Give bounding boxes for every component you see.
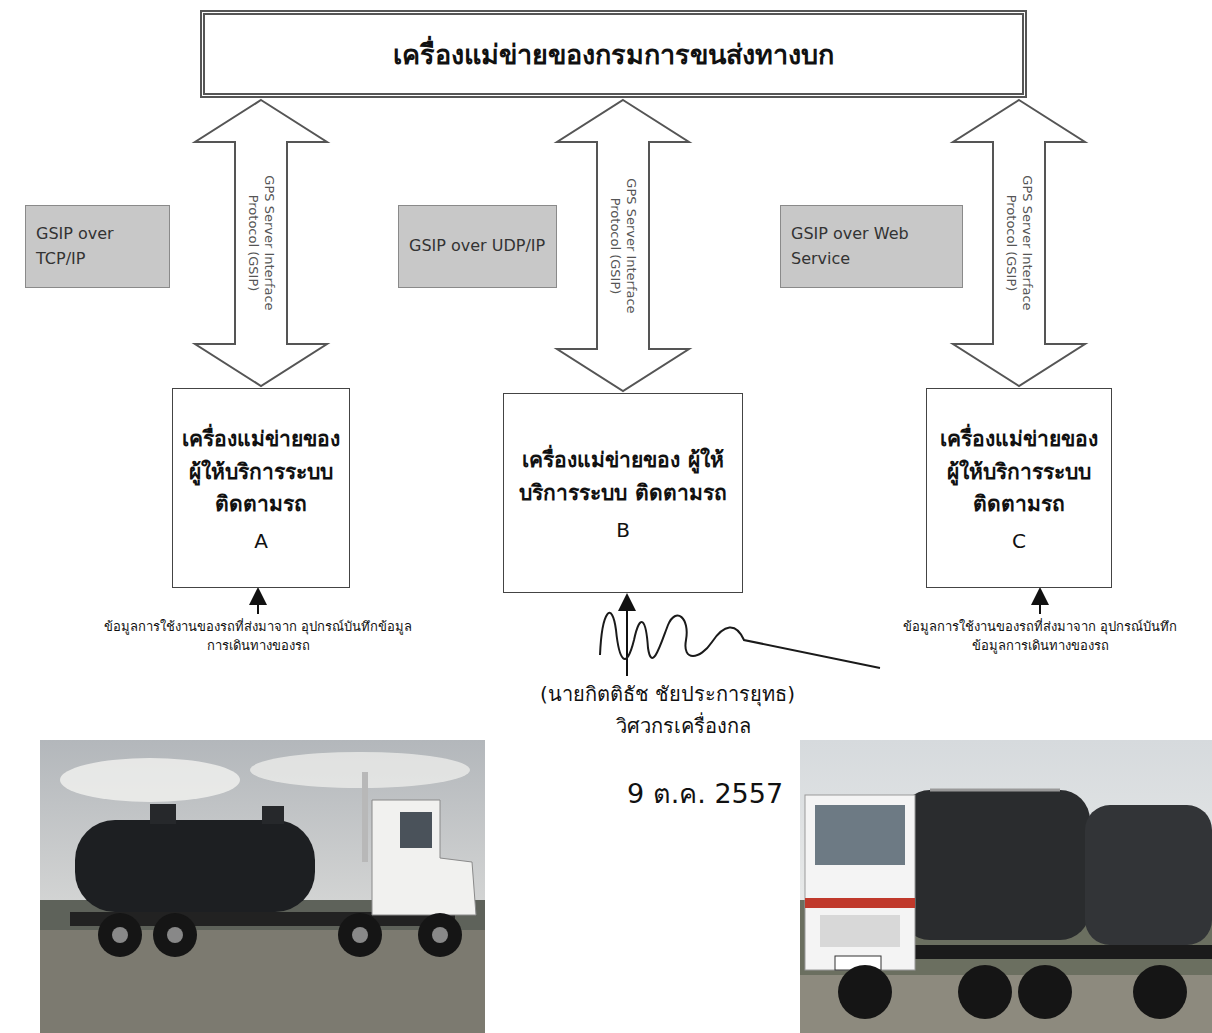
tanker-photo-left [40,740,485,1033]
protocol-label: GPS Server Interface Protocol (GSIP) [607,171,640,321]
tanker-photo-right [800,740,1212,1033]
wheel [838,965,892,1019]
provider-server-box: เครื่องแม่ข่ายของ ผู้ให้บริการระบบ ติดตา… [926,388,1112,588]
protocol-box: GSIP over TCP/IP [25,205,170,288]
signatory-name: (นายกิตติธัช ชัยประการยุทธ) [540,680,795,709]
truck-chassis [900,945,1212,959]
box-text: เครื่องแม่ข่ายของกรมการขนส่งทางบก [393,33,834,76]
box-text: GSIP over TCP/IP [36,222,159,272]
photo-sky [40,740,485,1033]
protocol-box: GSIP over Web Service [780,205,963,288]
photo-sky [800,740,1212,1033]
wheel [1133,965,1187,1019]
tank-rail [930,789,1060,792]
server-box: เครื่องแม่ข่ายของกรมการขนส่งทางบก [200,10,1027,98]
tank-dome [150,804,176,824]
hub [112,927,128,943]
wheel [418,913,462,957]
truck-cab [372,800,476,915]
box-letter: B [616,518,630,542]
leader-arrow [257,596,259,614]
protocol-label: GPS Server Interface Protocol (GSIP) [245,168,278,318]
box-text: เครื่องแม่ข่ายของ ผู้ให้บริการระบบ ติดตา… [510,444,736,509]
leader-arrow [1039,596,1041,614]
box-text: GSIP over Web Service [791,222,952,272]
hub [352,927,368,943]
truck-tank [75,820,315,912]
signature-scribble [600,613,880,668]
cloud [60,758,240,802]
hub [167,927,183,943]
date-stamp: 9 ต.ค. 2557 [615,774,795,813]
box-text: เครื่องแม่ข่ายของ ผู้ให้บริการระบบ ติดตา… [933,423,1105,521]
wheel [98,913,142,957]
hub [432,927,448,943]
windshield [815,805,905,865]
protocol-label: GPS Server Interface Protocol (GSIP) [1003,168,1036,318]
cloud [250,752,470,788]
protocol-box: GSIP over UDP/IP [398,205,557,288]
double-block-arrow [557,100,689,391]
box-letter: A [254,529,268,553]
trailer-tank [1085,805,1212,945]
leader-arrow [626,602,628,676]
data-source-note: ข้อมูลการใช้งานของรถที่ส่งมาจาก อุปกรณ์บ… [98,618,418,656]
provider-server-box: เครื่องแม่ข่ายของ ผู้ให้บริการระบบ ติดตา… [172,388,350,588]
wheel [338,913,382,957]
cab-window [400,812,432,848]
wheel [1018,965,1072,1019]
wheel [153,913,197,957]
cab-stripe [805,898,915,908]
signatory-title: วิศวกรเครื่องกล [563,712,803,741]
box-text: GSIP over UDP/IP [409,234,545,259]
double-block-arrow [953,100,1085,386]
truck-tank [900,790,1090,940]
tank-dome [262,806,284,824]
truck-cab [805,795,915,970]
box-text: เครื่องแม่ข่ายของ ผู้ให้บริการระบบ ติดตา… [179,423,343,521]
wheel [958,965,1012,1019]
data-source-note: ข้อมูลการใช้งานของรถที่ส่งมาจาก อุปกรณ์บ… [890,618,1190,656]
provider-server-box: เครื่องแม่ข่ายของ ผู้ให้บริการระบบ ติดตา… [503,393,743,593]
box-letter: C [1012,529,1026,553]
grille [820,915,900,947]
double-block-arrow [195,100,327,386]
exhaust-stack [362,772,368,862]
